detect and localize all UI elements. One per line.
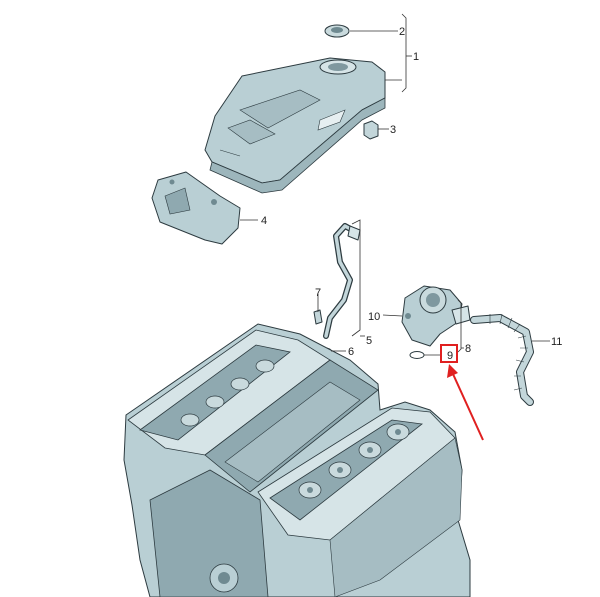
callout-9: 9	[447, 350, 453, 362]
callout-6: 6	[348, 346, 354, 358]
callout-8: 8	[465, 343, 471, 355]
callout-7: 7	[315, 287, 321, 299]
cover-clip	[363, 120, 379, 140]
highlight-arrow-shaft	[452, 373, 484, 441]
highlight-annotation	[440, 344, 484, 441]
breather-pipe	[323, 223, 361, 339]
callout-3: 3	[390, 124, 396, 136]
engine-block	[123, 323, 471, 597]
o-ring	[409, 351, 425, 359]
callout-labels: 2 1 3 4 7 5 6 10 8 9 11	[261, 26, 562, 362]
highlight-arrow-head	[447, 364, 458, 378]
breather-valve	[401, 285, 471, 347]
callout-11: 11	[551, 336, 562, 348]
engine-cover	[204, 57, 386, 194]
breather-hose	[470, 313, 534, 406]
filler-cap	[324, 24, 350, 38]
highlight-box	[440, 344, 458, 363]
leader-lines	[240, 13, 550, 356]
small-bolt	[313, 309, 323, 325]
callout-1: 1	[413, 51, 419, 63]
callout-10: 10	[368, 311, 380, 323]
callout-4: 4	[261, 215, 267, 227]
mounting-bracket	[151, 171, 241, 245]
callout-5: 5	[366, 335, 372, 347]
callout-2: 2	[399, 26, 405, 38]
